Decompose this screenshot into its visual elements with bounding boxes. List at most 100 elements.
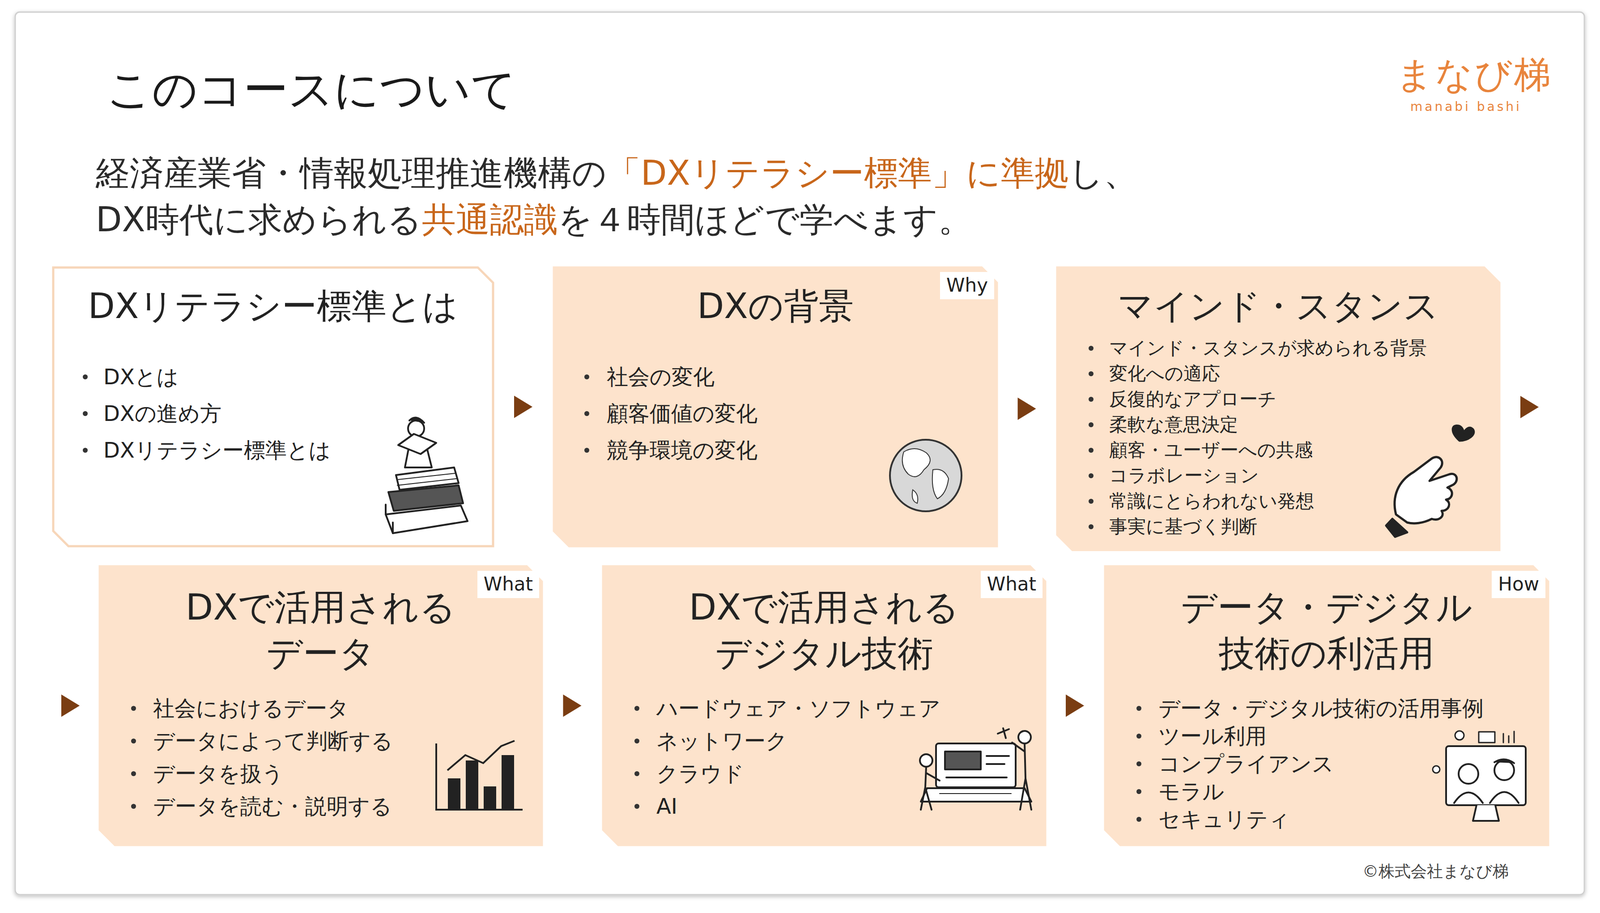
bullet-text: 事実に基づく判断	[1109, 514, 1258, 540]
bullet-dot	[1136, 789, 1142, 795]
bullet-dot	[1088, 447, 1094, 453]
bullet-dot	[1136, 733, 1142, 739]
box-fill	[1105, 566, 1549, 846]
flow-connector	[493, 395, 554, 419]
bullet-dot	[1136, 761, 1142, 767]
topic-box: DXリテラシー標準とはDXとはDXの進め方DXリテラシー標準とは	[53, 267, 494, 547]
logo-subtext: manabi bashi	[1410, 99, 1522, 115]
lead-text: を４時間ほどで学べます。	[557, 199, 973, 240]
bullet-text: ハードウェア・ソフトウェア	[656, 692, 941, 725]
bullet-dot	[1088, 371, 1094, 377]
bullet-text: 常識にとらわれない発想	[1109, 488, 1315, 515]
box-heading: DXの背景	[618, 282, 932, 330]
box-heading: DXリテラシー標準とは	[72, 282, 475, 330]
bullet-text: データ・デジタル技術の活用事例	[1158, 694, 1484, 723]
bullet-dot	[584, 411, 590, 417]
bullet-text: ネットワーク	[656, 724, 788, 758]
topic-box: データ・デジタル 技術の利活用データ・デジタル技術の活用事例ツール利用コンプライ…	[1105, 566, 1549, 846]
bullet-dot	[131, 771, 137, 777]
bullet-text: データを読む・説明する	[153, 790, 392, 823]
lead-highlight: 「DXリテラシー標準」に準拠	[606, 153, 1069, 193]
lead-line: 経済産業省・情報処理推進機構の「DXリテラシー標準」に準拠し、	[95, 151, 1138, 196]
category-tag: What	[980, 570, 1043, 599]
bullet-dot	[584, 374, 590, 380]
bullet-text: 変化への適応	[1109, 361, 1221, 387]
topic-box: DXで活用される デジタル技術ハードウェア・ソフトウェアネットワーククラウドAI…	[603, 566, 1046, 846]
slide-panel	[15, 12, 1585, 895]
bullet-text: セキュリティ	[1158, 805, 1290, 834]
bullet-dot	[1088, 396, 1094, 402]
flow-connector	[541, 694, 604, 718]
header-rule	[15, 140, 1585, 143]
box-heading: マインド・スタンス	[1076, 282, 1480, 330]
flow-arrowhead	[1065, 694, 1085, 718]
lead-text: 経済産業省・情報処理推進機構の	[95, 153, 607, 193]
bullet-text: 社会の変化	[606, 358, 715, 396]
bullet-dot	[1136, 817, 1142, 822]
bullet-dot	[1088, 498, 1094, 504]
bullet-dot	[584, 447, 590, 453]
flow-arrowhead	[1520, 395, 1539, 419]
box-fill	[1057, 267, 1500, 551]
box-heading: DXで活用される データ	[164, 584, 478, 677]
flow-arrowhead	[563, 694, 582, 718]
bullet-text: モラル	[1158, 777, 1225, 806]
flow-connector	[996, 397, 1058, 421]
bullet-text: 顧客・ユーザーへの共感	[1109, 437, 1313, 464]
copyright-note: ©株式会社まなび梯	[1362, 861, 1509, 881]
category-tag: What	[477, 570, 540, 599]
bullet-text: DXリテラシー標準とは	[103, 431, 331, 469]
bullet-dot	[1088, 524, 1094, 530]
category-tag: Why	[940, 272, 995, 300]
bullet-dot	[82, 374, 88, 380]
bullet-dot	[131, 706, 137, 711]
bullet-text: データを扱う	[153, 757, 284, 791]
logo-text: まなび梯	[1395, 52, 1553, 97]
bullet-dot	[634, 771, 640, 777]
bullet-text: 競争環境の変化	[606, 431, 758, 469]
bullet-dot	[1088, 422, 1094, 428]
lead-line: DX時代に求められる共通認識を４時間ほどで学べます。	[95, 197, 973, 243]
box-fill	[553, 267, 997, 547]
box-fill	[99, 566, 542, 846]
bullet-text: 社会におけるデータ	[153, 692, 349, 725]
box-fill	[53, 267, 494, 547]
topic-box: マインド・スタンスマインド・スタンスが求められる背景変化への適応反復的なアプロー…	[1057, 267, 1500, 551]
topic-box: DXの背景社会の変化顧客価値の変化競争環境の変化 Why	[553, 267, 997, 547]
bullet-dot	[131, 738, 137, 744]
bullet-text: コラボレーション	[1109, 463, 1260, 489]
bullet-text: 柔軟な意思決定	[1109, 412, 1239, 438]
bullet-dot	[131, 804, 137, 809]
box-fill	[603, 566, 1046, 846]
flow-arrowhead	[61, 694, 80, 718]
bullet-dot	[1088, 473, 1094, 479]
bullet-dot	[634, 706, 640, 711]
lead-text: DX時代に求められる	[95, 199, 422, 240]
bullet-text: データによって判断する	[153, 724, 393, 758]
lead-highlight: 共通認識	[421, 199, 558, 240]
bullet-text: ツール利用	[1158, 722, 1267, 750]
bullet-text: コンプライアンス	[1158, 749, 1334, 778]
bullet-dot	[634, 804, 640, 809]
lead-text: し、	[1068, 153, 1138, 193]
flow-connector	[1045, 694, 1106, 718]
category-tag: How	[1491, 570, 1546, 599]
slide-title: このコースについて	[106, 62, 517, 117]
bullet-dot	[1136, 706, 1142, 711]
flow-arrowhead	[514, 395, 533, 419]
bullet-dot	[82, 411, 88, 417]
box-heading: データ・デジタル 技術の利活用	[1170, 584, 1484, 677]
bullet-text: AI	[656, 790, 678, 823]
bullet-text: クラウド	[656, 757, 745, 791]
bullet-text: マインド・スタンスが求められる背景	[1109, 335, 1427, 362]
bullet-dot	[1088, 345, 1094, 351]
box-heading: DXで活用される デジタル技術	[667, 584, 981, 677]
bullet-text: 反復的なアプローチ	[1109, 386, 1277, 413]
topic-box: DXで活用される データ社会におけるデータデータによって判断するデータを扱うデー…	[99, 566, 542, 846]
bullet-dot	[82, 447, 88, 453]
globe-illustration	[889, 439, 962, 512]
bullet-text: 顧客価値の変化	[606, 395, 758, 432]
bullet-dot	[634, 738, 640, 744]
flow-arrowhead	[1017, 397, 1037, 421]
